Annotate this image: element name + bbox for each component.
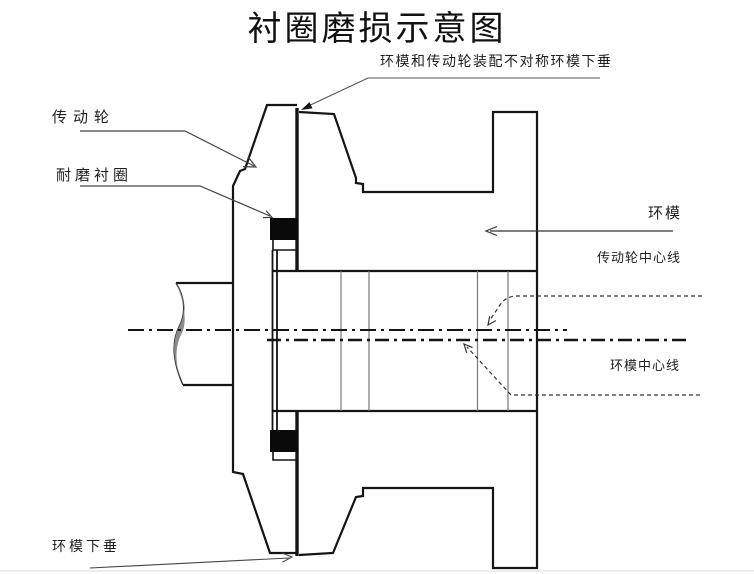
- leader-wear-liner: [80, 185, 274, 219]
- label-ring-die-droop: 环模下垂: [52, 540, 120, 555]
- drive-wheel-outline: [176, 103, 297, 555]
- wear-liner-upper: [270, 218, 298, 251]
- label-drive-wheel-centerline: 传动轮中心线: [597, 250, 682, 265]
- centerline-ref-upper: [487, 295, 702, 327]
- label-ring-die: 环模: [648, 206, 683, 222]
- page-title: 衬圈磨损示意图: [247, 11, 507, 48]
- centerline-ref-lower: [463, 342, 700, 396]
- leader-top-note: [301, 77, 600, 110]
- leader-ring-die: [484, 225, 673, 237]
- leader-drive-wheel: [80, 130, 258, 168]
- wear-liner-lower: [270, 430, 298, 461]
- break-line: [173, 282, 185, 386]
- leader-droop: [89, 552, 294, 569]
- ring-die-outline: [298, 110, 539, 570]
- label-ring-die-centerline: 环模中心线: [610, 358, 681, 373]
- break-shading: [174, 283, 185, 385]
- label-assembly-note: 环模和传动轮装配不对称环模下垂: [380, 55, 613, 70]
- label-wear-liner: 耐磨衬圈: [56, 168, 133, 184]
- label-drive-wheel: 传动轮: [52, 110, 116, 126]
